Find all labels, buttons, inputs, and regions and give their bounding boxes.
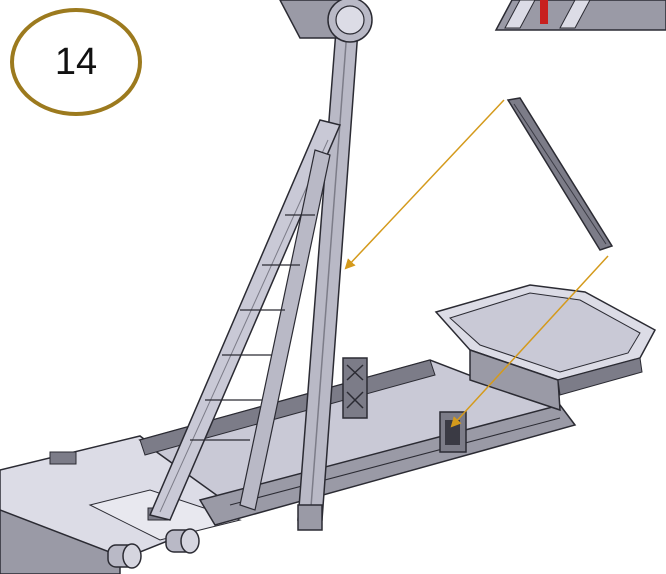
hull-fixture (49, 451, 77, 465)
step-number: 14 (54, 40, 98, 83)
upper-platform (434, 284, 657, 412)
cropped-part-top-right (494, 0, 666, 31)
loose-part-strut (506, 97, 614, 251)
hull-base (0, 359, 577, 574)
mast (297, 29, 359, 531)
arrow-to-mast (344, 99, 505, 270)
bracket-left (342, 357, 368, 419)
rollers (107, 528, 200, 569)
diagonal-brace (148, 119, 342, 521)
top-pipe (279, 0, 373, 43)
step-number-badge: 14 (10, 8, 142, 116)
arrow-to-bracket (450, 255, 609, 428)
bracket-target (439, 411, 467, 453)
